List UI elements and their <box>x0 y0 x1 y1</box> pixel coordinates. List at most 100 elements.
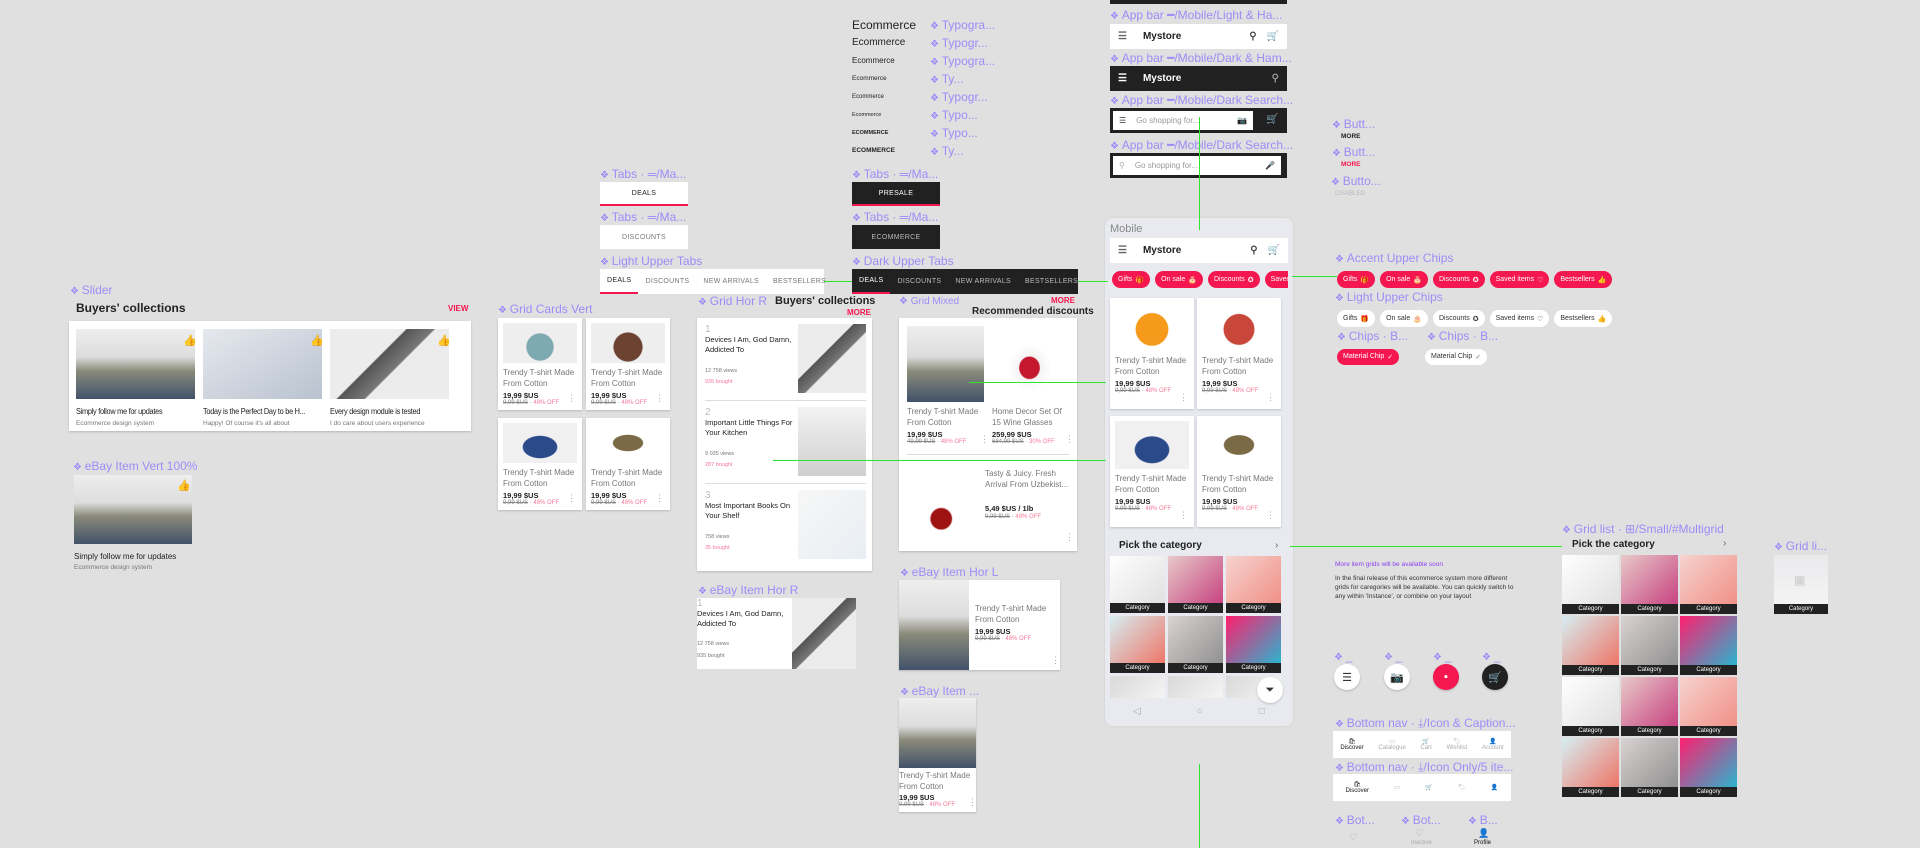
nav-cart[interactable]: 🛒Cart <box>1421 738 1432 751</box>
item-image[interactable] <box>798 490 866 559</box>
nav-cart[interactable]: 🛒 <box>1425 784 1432 791</box>
tab-discounts[interactable]: DISCOUNTS <box>897 278 942 285</box>
chip-saved-items[interactable]: Saved items♡ <box>1489 271 1550 288</box>
category-tile[interactable]: Category <box>1621 555 1678 614</box>
chip-on-sale[interactable]: On sale🎂 <box>1155 271 1203 288</box>
category-tile[interactable]: Category <box>1110 556 1165 613</box>
tab-deals[interactable]: DEALS <box>852 269 891 294</box>
tab-presale-single[interactable]: PRESALE <box>852 182 940 206</box>
grid-mixed-more[interactable]: MORE <box>1051 296 1075 305</box>
nav-account[interactable]: 👤Account <box>1482 738 1504 751</box>
menu-icon[interactable]: ☰ <box>1118 245 1127 256</box>
camera-icon[interactable]: 📷 <box>1237 116 1247 125</box>
category-tile[interactable]: Category <box>1680 616 1737 675</box>
thumbs-up-icon[interactable]: 👍 <box>177 480 191 492</box>
category-tile-placeholder[interactable]: ▣Category <box>1774 555 1828 614</box>
list-fab[interactable]: ☰ <box>1334 664 1360 690</box>
more-button[interactable]: MORE <box>1341 133 1361 140</box>
chip-discounts[interactable]: Discounts✪ <box>1432 271 1485 288</box>
more-vert-icon[interactable]: ⋮ <box>1179 392 1188 402</box>
category-tile[interactable]: Category <box>1680 555 1737 614</box>
tab-ecommerce[interactable]: ECOMMERCE <box>871 233 921 241</box>
recents-icon[interactable]: □ <box>1258 706 1265 717</box>
chip-gifts[interactable]: Gifts🎁 <box>1112 271 1151 288</box>
chip-saved-items[interactable]: Saved items♡ <box>1264 271 1288 288</box>
thumbs-up-icon[interactable]: 👍 <box>437 335 451 347</box>
more-vert-icon[interactable]: ⋮ <box>1065 532 1074 542</box>
more-accent-button[interactable]: MORE <box>1341 161 1361 168</box>
chip-saved-items[interactable]: Saved items♡ <box>1489 310 1550 327</box>
chat-fab[interactable]: ▪ <box>1433 664 1459 690</box>
search-icon[interactable]: ⚲ <box>1249 31 1257 42</box>
chip-gifts[interactable]: Gifts🎁 <box>1337 271 1376 288</box>
cart-icon[interactable]: 🛒 <box>1266 114 1279 125</box>
category-tile[interactable]: Category <box>1562 677 1619 736</box>
nav-discover[interactable]: 🛍Discover <box>1340 738 1363 751</box>
camera-fab[interactable]: 📷 <box>1384 664 1410 690</box>
tab-ecommerce-single[interactable]: ECOMMERCE <box>852 225 940 249</box>
product-image[interactable] <box>907 326 984 402</box>
cart-icon[interactable]: 🛒 <box>1266 31 1279 42</box>
more-vert-icon[interactable]: ⋮ <box>1051 655 1060 665</box>
more-vert-icon[interactable]: ⋮ <box>1065 434 1074 444</box>
home-icon[interactable]: ○ <box>1196 706 1203 717</box>
tab-deals[interactable]: DEALS <box>600 182 688 206</box>
category-tile[interactable]: Category <box>1168 616 1223 673</box>
search-icon[interactable]: ⚲ <box>1250 245 1258 256</box>
heart-icon[interactable]: ♡ <box>1349 832 1358 843</box>
nav-wishlist[interactable]: 🏷 <box>1458 784 1466 791</box>
ebay-hor-l[interactable]: Trendy T-shirt Made From Cotton 19,99 $U… <box>899 580 1060 670</box>
category-tile[interactable]: Category <box>1621 738 1678 797</box>
item-image[interactable] <box>798 407 866 476</box>
thumbs-up-icon[interactable]: 👍 <box>310 335 324 347</box>
more-vert-icon[interactable]: ⋮ <box>1266 510 1275 520</box>
chip-bestsellers[interactable]: Bestsellers👍 <box>1554 310 1613 327</box>
category-tile[interactable]: Category <box>1680 677 1737 736</box>
category-tile[interactable]: Category <box>1226 556 1281 613</box>
nav-wishlist[interactable]: 🏷Wishlist <box>1447 738 1468 751</box>
item-title[interactable]: Important Little Things For Your Kitchen <box>705 418 793 437</box>
nav-account[interactable]: 👤 <box>1491 784 1498 791</box>
category-tile[interactable]: Category <box>1226 616 1281 673</box>
search-input[interactable]: ☰Go shopping for...📷 <box>1113 111 1253 130</box>
microphone-icon[interactable]: 🎤 <box>1265 161 1275 170</box>
item-image[interactable] <box>798 324 866 393</box>
cart-icon[interactable]: 🛒 <box>1267 245 1280 256</box>
tab-deals[interactable]: DEALS <box>600 269 639 294</box>
category-tile[interactable]: Category <box>1562 555 1619 614</box>
category-tile[interactable]: Category <box>1621 677 1678 736</box>
category-tile-partial[interactable] <box>1168 676 1223 698</box>
filter-fab[interactable]: ⏷ <box>1257 677 1283 703</box>
category-tile[interactable]: Category <box>1562 616 1619 675</box>
heart-icon[interactable]: ♡ <box>1415 828 1424 839</box>
thumbs-up-icon[interactable]: 👍 <box>183 335 197 347</box>
chip-on-sale[interactable]: On sale🎂 <box>1380 310 1428 327</box>
tab-discounts-single[interactable]: DISCOUNTS <box>600 225 688 249</box>
category-tile-partial[interactable] <box>1110 676 1165 698</box>
more-vert-icon[interactable]: ⋮ <box>1179 510 1188 520</box>
grid-hor-r-more[interactable]: MORE <box>847 308 871 317</box>
nav-catalogue[interactable]: ▭Catalogue <box>1378 738 1405 751</box>
item-title[interactable]: Devices I Am, God Damn, Addicted To <box>705 335 792 354</box>
product-image[interactable] <box>907 460 983 544</box>
tab-bestsellers[interactable]: BESTSELLERS <box>1025 278 1079 285</box>
chevron-right-icon[interactable]: › <box>1723 538 1727 549</box>
disabled-button[interactable]: DISABLED <box>1335 191 1365 197</box>
chevron-right-icon[interactable]: › <box>1275 540 1279 551</box>
search-icon[interactable]: ⚲ <box>1119 161 1125 170</box>
ebay-hor-r[interactable]: 1 Devices I Am, God Damn, Addicted To 12… <box>697 598 856 669</box>
tab-discounts[interactable]: DISCOUNTS <box>645 278 690 285</box>
chip-gifts[interactable]: Gifts🎁 <box>1337 310 1376 327</box>
ebay-vert-image[interactable] <box>74 475 192 544</box>
tab-deals-single[interactable]: DEALS <box>600 182 688 206</box>
more-vert-icon[interactable]: ⋮ <box>1266 392 1275 402</box>
menu-icon[interactable]: ☰ <box>1118 73 1127 84</box>
more-vert-icon[interactable]: ⋮ <box>567 393 576 403</box>
more-vert-icon[interactable]: ⋮ <box>980 434 989 444</box>
back-icon[interactable]: ◁ <box>1133 706 1141 717</box>
